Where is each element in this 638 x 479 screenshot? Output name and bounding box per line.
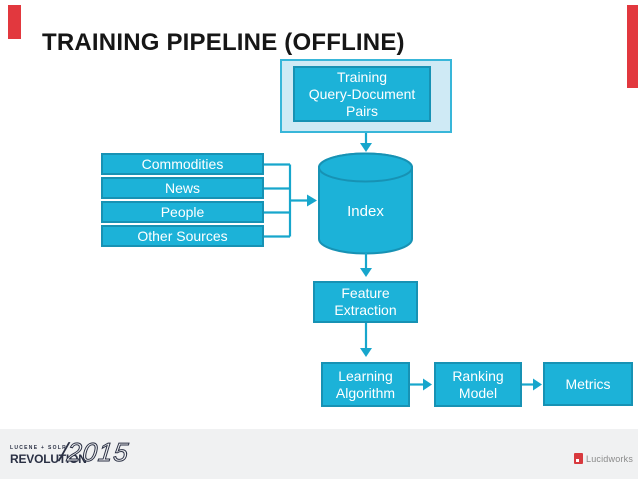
arrow-pairs-to-index-head (360, 143, 372, 152)
feature-extraction-label: Feature Extraction (334, 285, 397, 318)
learning-algorithm-box: Learning Algorithm (321, 362, 410, 407)
slide-title: TRAINING PIPELINE (OFFLINE) (42, 29, 405, 56)
brand-logo: Lucidworks (574, 453, 633, 464)
metrics-box: Metrics (543, 362, 633, 406)
index-label: Index (347, 202, 384, 220)
source-box-commodities: Commodities (101, 153, 264, 175)
arrow-sources-to-index-head (307, 194, 317, 207)
ranking-model-label: Ranking Model (452, 367, 504, 401)
training-pairs-box: Training Query-Document Pairs (293, 66, 431, 122)
learning-algorithm-label: Learning Algorithm (335, 367, 396, 401)
ranking-model-box: Ranking Model (434, 362, 522, 407)
footer-band (0, 429, 638, 479)
arrow-ranking-to-metrics-head (533, 378, 542, 391)
metrics-label: Metrics (565, 375, 611, 392)
arrow-learning-to-ranking-head (423, 378, 432, 391)
feature-extraction-box: Feature Extraction (313, 281, 418, 323)
lucidworks-icon (574, 453, 583, 464)
brand-name: Lucidworks (586, 453, 634, 464)
conference-logo: LUCENE + SOLR REVOLUTION /2015 (10, 437, 140, 475)
conference-tagline: LUCENE + SOLR (10, 445, 68, 451)
sources-bracket-lines (264, 163, 307, 238)
red-accent-bar-left (8, 5, 21, 39)
training-pairs-label: Training Query-Document Pairs (308, 68, 416, 119)
arrow-feature-to-learning-head (360, 348, 372, 357)
source-box-other-sources: Other Sources (101, 225, 264, 247)
conference-name: REVOLUTION (10, 452, 87, 466)
red-accent-bar-right (627, 5, 638, 88)
arrow-index-to-feature-head (360, 268, 372, 277)
source-label-other-sources: Other Sources (137, 227, 228, 244)
source-label-commodities: Commodities (141, 155, 224, 172)
source-label-news: News (164, 179, 200, 196)
conference-year-digits: 2015 (65, 437, 131, 468)
conference-year: /2015 (58, 437, 131, 468)
source-label-people: People (160, 203, 205, 220)
cylinder-top-rim (318, 152, 413, 183)
source-box-news: News (101, 177, 264, 199)
source-box-people: People (101, 201, 264, 223)
